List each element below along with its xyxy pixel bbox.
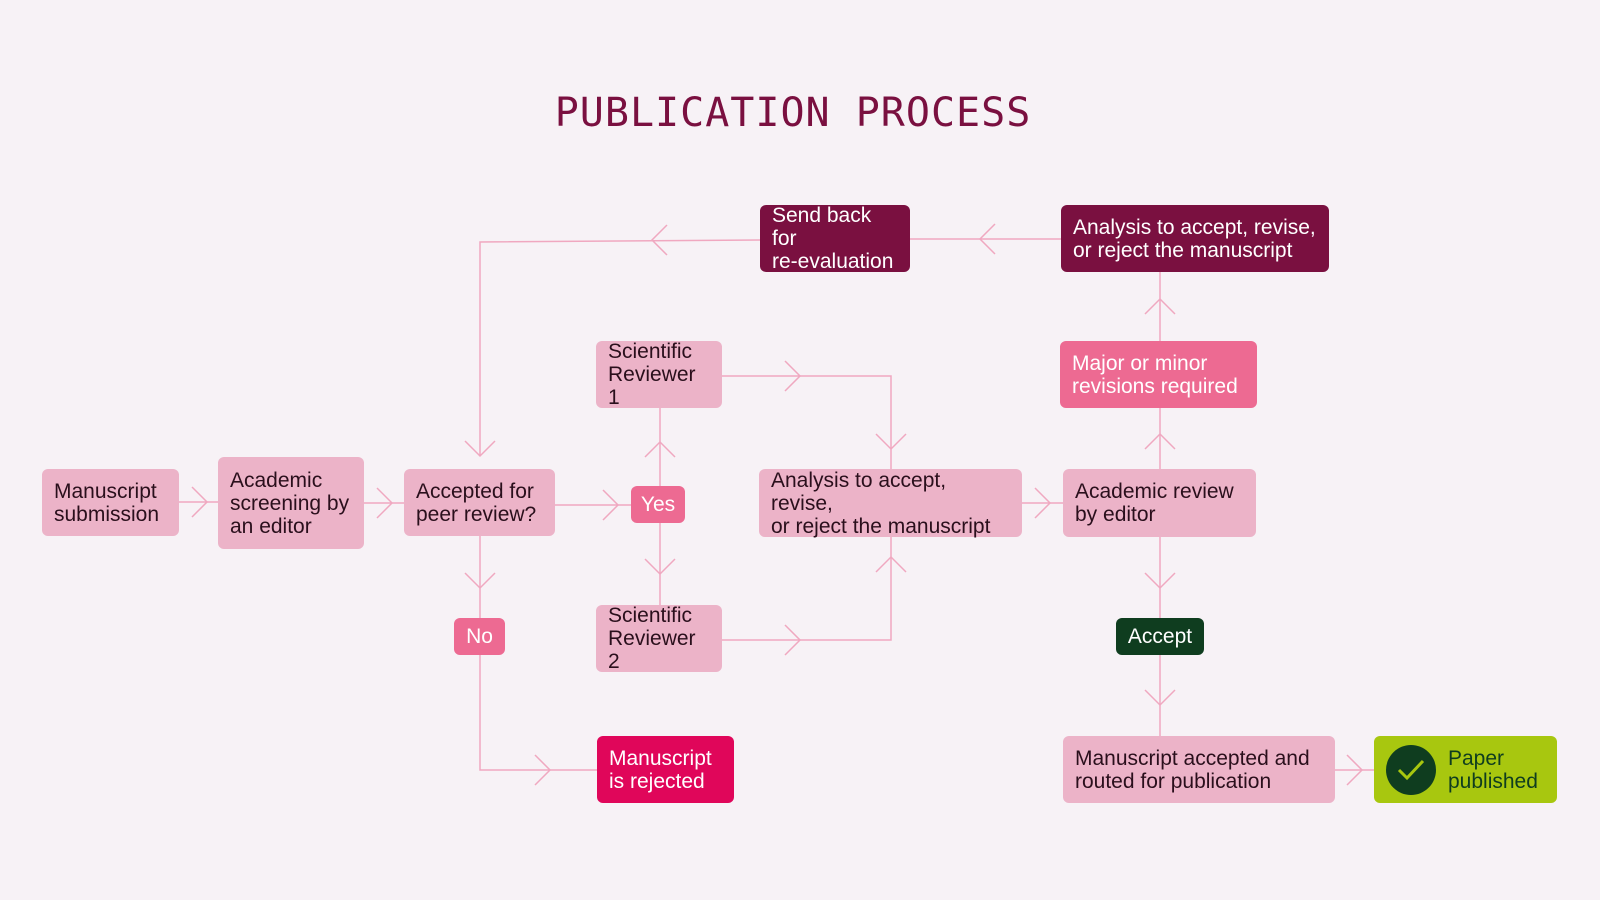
page-title: PUBLICATION PROCESS bbox=[554, 90, 1032, 136]
arrow-chevron-icon bbox=[1034, 487, 1052, 519]
node-text: Accepted for bbox=[416, 479, 534, 503]
arrow-chevron-icon bbox=[784, 624, 802, 656]
arrow-chevron-icon bbox=[1144, 572, 1176, 590]
node-no: No bbox=[454, 618, 505, 655]
arrow-chevron-icon bbox=[464, 440, 496, 458]
node-text: screening by bbox=[230, 491, 350, 515]
node-text: routed for publication bbox=[1075, 769, 1272, 793]
node-analysis-mid: Analysis to accept, revise,or reject the… bbox=[759, 468, 1022, 538]
node-text: Academic review bbox=[1075, 480, 1234, 503]
arrow-chevron-icon bbox=[1144, 432, 1176, 450]
node-text: Scientific bbox=[608, 604, 693, 627]
node-text: Manuscript accepted and bbox=[1075, 746, 1310, 770]
node-text: Manuscript bbox=[609, 746, 712, 770]
arrow-chevron-icon bbox=[978, 223, 996, 255]
node-text: or reject the manuscript bbox=[1073, 238, 1293, 262]
node-text: Reviewer 2 bbox=[608, 627, 696, 673]
node-analysis-top: Analysis to accept, revise,or reject the… bbox=[1061, 205, 1329, 272]
node-text: peer review? bbox=[416, 502, 537, 526]
node-text: Analysis to accept, revise, bbox=[1073, 215, 1316, 239]
arrow-chevron-icon bbox=[602, 489, 620, 521]
node-text: Paper bbox=[1448, 746, 1505, 770]
connector bbox=[479, 655, 597, 771]
node-yes: Yes bbox=[631, 486, 685, 523]
node-text: submission bbox=[54, 502, 160, 526]
arrow-chevron-icon bbox=[534, 754, 552, 786]
arrow-chevron-icon bbox=[875, 433, 907, 451]
arrow-chevron-icon bbox=[784, 360, 802, 392]
arrow-chevron-icon bbox=[875, 555, 907, 573]
connector bbox=[722, 375, 892, 469]
node-accept: Accept bbox=[1116, 618, 1204, 655]
connector bbox=[722, 537, 892, 641]
node-text: Manuscript bbox=[54, 479, 157, 503]
node-text: Academic bbox=[230, 468, 323, 492]
node-text: Analysis to accept, revise, bbox=[771, 468, 947, 515]
node-text: No bbox=[466, 625, 493, 648]
node-text: Send back for bbox=[772, 204, 872, 250]
node-text: revisions required bbox=[1072, 374, 1238, 398]
arrow-chevron-icon bbox=[1346, 754, 1364, 786]
arrow-chevron-icon bbox=[191, 486, 209, 518]
node-text: Reviewer 1 bbox=[608, 363, 696, 409]
arrow-chevron-icon bbox=[1144, 689, 1176, 707]
checkmark-icon bbox=[1386, 744, 1436, 795]
arrow-chevron-icon bbox=[644, 558, 676, 576]
node-text: by editor bbox=[1075, 503, 1156, 526]
arrow-chevron-icon bbox=[376, 487, 394, 519]
node-text: Accept bbox=[1127, 625, 1193, 648]
node-text: Yes bbox=[640, 493, 676, 516]
arrow-chevron-icon bbox=[464, 572, 496, 590]
node-text: Major or minor bbox=[1072, 351, 1208, 375]
connector bbox=[479, 239, 761, 456]
arrow-chevron-icon bbox=[1144, 297, 1176, 315]
node-text: published bbox=[1448, 769, 1538, 793]
node-text: an editor bbox=[230, 514, 312, 538]
node-text: re-evaluation bbox=[772, 250, 894, 273]
node-text: is rejected bbox=[609, 769, 705, 793]
arrow-chevron-icon bbox=[644, 440, 676, 458]
node-text: or reject the manuscript bbox=[771, 514, 991, 538]
node-text: Scientific bbox=[608, 340, 693, 363]
arrow-chevron-icon bbox=[650, 224, 668, 256]
